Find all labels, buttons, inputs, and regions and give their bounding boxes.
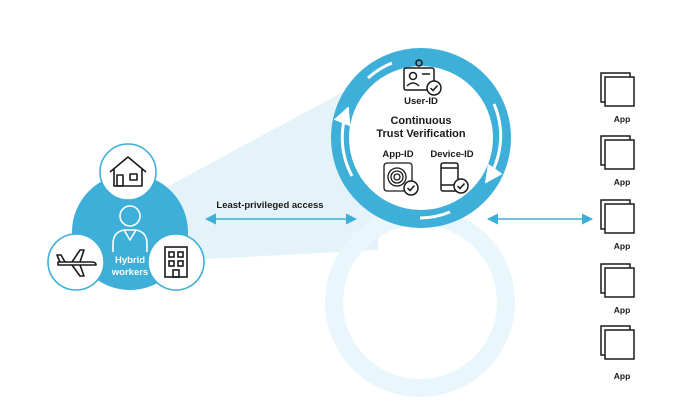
app-id-label: App-ID <box>382 149 413 160</box>
ctv-inner-disc <box>349 66 493 210</box>
hybrid-label-line1: Hybrid <box>115 255 145 266</box>
fingerprint-icon <box>383 162 413 192</box>
app-item: App <box>600 199 635 251</box>
hybrid-workers-cluster: Hybrid workers <box>47 143 205 291</box>
apps-column: App App App App App <box>600 72 635 381</box>
app-icon <box>604 267 635 298</box>
hybrid-label-line2: workers <box>111 267 148 278</box>
app-item: App <box>600 325 635 381</box>
user-id-label: User-ID <box>404 96 438 107</box>
app-id-check-icon <box>403 180 419 196</box>
user-id-badge-icon <box>403 59 435 91</box>
ctv-title-line2: Trust Verification <box>376 128 466 140</box>
office-building-icon <box>164 246 188 278</box>
app-label: App <box>614 241 631 251</box>
reflection-ring <box>325 207 515 397</box>
device-id-check-icon <box>453 178 469 194</box>
app-item: App <box>600 72 635 124</box>
app-item: App <box>600 263 635 315</box>
user-id-check-icon <box>426 80 442 96</box>
house-icon <box>109 156 147 187</box>
app-item: App <box>600 135 635 187</box>
device-id-label: Device-ID <box>430 149 473 160</box>
cycle-arrow-left <box>333 106 354 177</box>
app-icon <box>604 203 635 234</box>
app-icon <box>604 139 635 170</box>
app-label: App <box>614 177 631 187</box>
app-label: App <box>614 114 631 124</box>
continuous-trust-verification: User-ID Continuous Trust Verification Ap… <box>331 48 511 228</box>
access-label: Least-privileged access <box>216 200 323 211</box>
ctv-title-line1: Continuous <box>390 115 451 127</box>
airplane-icon <box>56 249 97 277</box>
app-label: App <box>614 305 631 315</box>
cycle-arrow-right <box>484 103 503 184</box>
app-label: App <box>614 371 631 381</box>
app-icon <box>604 329 635 360</box>
worker-person-icon <box>112 205 148 252</box>
app-icon <box>604 76 635 107</box>
